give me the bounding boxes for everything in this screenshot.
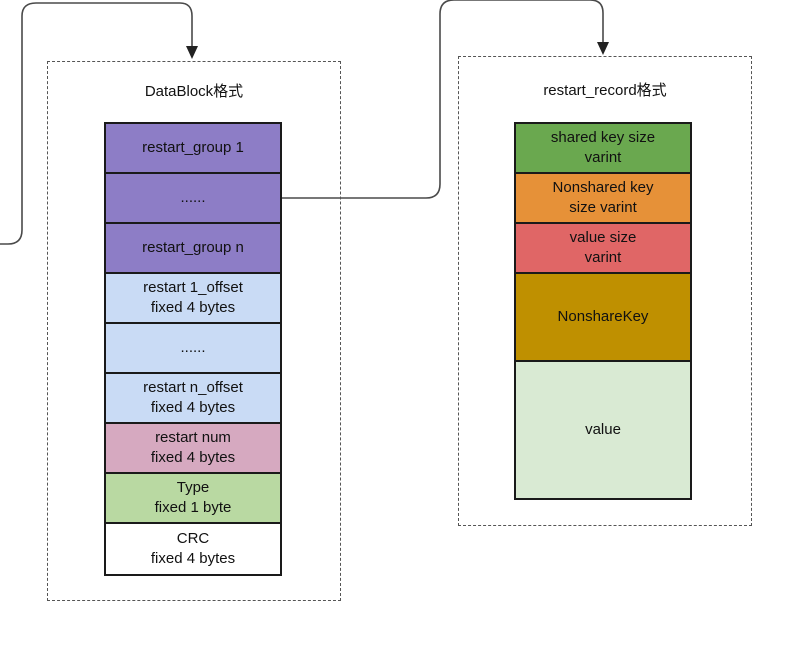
datablock-cell-8: Type fixed 1 byte: [106, 474, 280, 524]
datablock-cell-6: restart n_offset fixed 4 bytes: [106, 374, 280, 424]
arrowhead-record: [597, 42, 609, 55]
datablock-panel-title: DataBlock格式: [144, 83, 244, 100]
connector-into-datablock: [0, 2, 193, 245]
datablock-cell-4: restart 1_offset fixed 4 bytes: [106, 274, 280, 324]
restart-record-panel-title: restart_record格式: [543, 82, 667, 99]
datablock-cell-7: restart num fixed 4 bytes: [106, 424, 280, 474]
datablock-cell-5: ......: [106, 324, 280, 374]
restart-record-cell-4: NonshareKey: [516, 274, 690, 362]
datablock-cell-9: CRC fixed 4 bytes: [106, 524, 280, 574]
restart-record-cell-1: shared key size varint: [516, 124, 690, 174]
restart-record-cell-3: value size varint: [516, 224, 690, 274]
connector-group-to-record: [282, 0, 604, 199]
datablock-cell-3: restart_group n: [106, 224, 280, 274]
restart-record-panel: restart_record格式: [458, 56, 752, 526]
restart-record-cell-2: Nonshared key size varint: [516, 174, 690, 224]
datablock-cell-2: ......: [106, 174, 280, 224]
datablock-panel: DataBlock格式: [47, 61, 341, 601]
arrowhead-datablock: [186, 46, 198, 59]
restart-record-cell-5: value: [516, 362, 690, 498]
datablock-cell-1: restart_group 1: [106, 124, 280, 174]
